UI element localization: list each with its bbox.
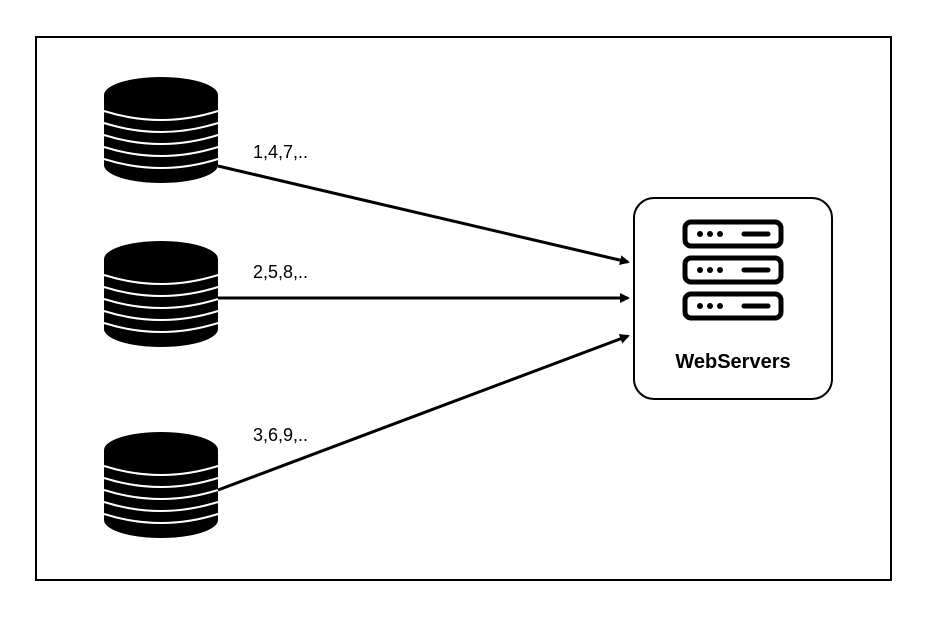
sequence-label-db1: 1,4,7,.. bbox=[253, 142, 308, 162]
webservers-label: WebServers bbox=[675, 351, 790, 373]
database-icon bbox=[103, 432, 219, 538]
sequence-label-db3: 3,6,9,.. bbox=[253, 425, 308, 445]
arrow-db1-to-webservers bbox=[217, 164, 630, 266]
server-rack-icon bbox=[682, 219, 784, 321]
sequence-label-db2: 2,5,8,.. bbox=[253, 262, 308, 282]
database-icon bbox=[103, 77, 219, 183]
arrow-db3-to-webservers bbox=[217, 334, 630, 492]
database-icon bbox=[103, 241, 219, 347]
